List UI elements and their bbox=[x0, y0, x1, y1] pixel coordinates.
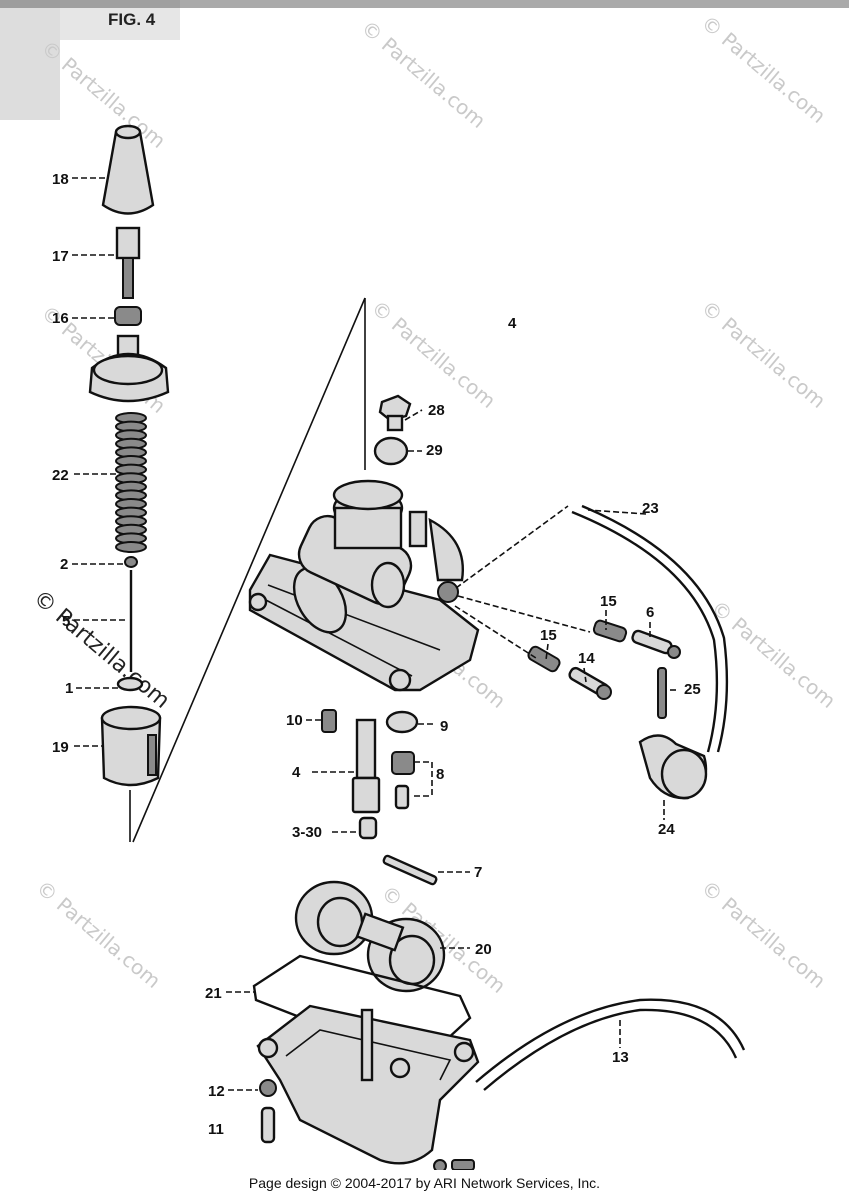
part-11-screw bbox=[260, 1106, 276, 1144]
watermarks: © Partzilla.com © Partzilla.com © Partzi… bbox=[28, 10, 840, 998]
part-6-air-screw bbox=[631, 629, 681, 659]
callout-22: 22 bbox=[52, 467, 69, 484]
callout-19: 19 bbox=[52, 739, 69, 756]
part-17-adjuster bbox=[115, 226, 141, 299]
callout-14: 14 bbox=[578, 650, 595, 667]
spring-coil bbox=[115, 541, 147, 553]
leader-line bbox=[457, 595, 591, 633]
callout-29: 29 bbox=[426, 442, 443, 459]
callout-4: 4 bbox=[292, 764, 301, 781]
callout-6: 6 bbox=[646, 604, 654, 621]
callout-labels: 18 17 16 22 2 5 1 19 4 28 29 23 15 6 15 … bbox=[52, 171, 701, 1138]
callout-24: 24 bbox=[658, 821, 675, 838]
callout-21: 21 bbox=[205, 985, 222, 1002]
watermark: © Partzilla.com bbox=[367, 295, 501, 413]
figure-label: FIG. 4 bbox=[108, 10, 156, 29]
part-10-jet bbox=[321, 709, 337, 733]
scan-noise bbox=[0, 0, 849, 120]
part-25-pin bbox=[657, 667, 667, 719]
part-9-o-ring bbox=[385, 710, 419, 734]
boundary-line bbox=[132, 297, 366, 843]
callout-8: 8 bbox=[436, 766, 444, 783]
part-23-vent-hose-edge bbox=[581, 504, 729, 753]
callout-12: 12 bbox=[208, 1083, 225, 1100]
callout-1: 1 bbox=[65, 680, 73, 697]
callout-13: 13 bbox=[612, 1049, 629, 1066]
part-24-boot bbox=[638, 734, 708, 800]
watermark: © Partzilla.com bbox=[357, 15, 491, 133]
part-4-needle-jet bbox=[351, 718, 381, 814]
watermark-dark: © Partzilla.com bbox=[28, 585, 174, 713]
callout-15-upper: 15 bbox=[600, 593, 617, 610]
carburetor-exploded-diagram: © Partzilla.com © Partzilla.com © Partzi… bbox=[0, 0, 849, 1170]
part-23-vent-hose bbox=[571, 510, 719, 753]
part-12-washer bbox=[259, 1079, 277, 1097]
leader-line bbox=[583, 667, 587, 683]
part-small-screw bbox=[451, 1159, 475, 1170]
watermark: © Partzilla.com bbox=[697, 875, 831, 993]
callout-15-lower: 15 bbox=[540, 627, 557, 644]
part-29-washer bbox=[373, 436, 409, 466]
callout-4-top: 4 bbox=[508, 315, 517, 332]
watermark: © Partzilla.com bbox=[697, 295, 831, 413]
callout-23: 23 bbox=[642, 500, 659, 517]
callout-18: 18 bbox=[52, 171, 69, 188]
part-2-clip bbox=[124, 556, 138, 568]
watermark: © Partzilla.com bbox=[32, 875, 166, 993]
part-14-throttle-screw bbox=[568, 666, 612, 700]
callout-25: 25 bbox=[684, 681, 701, 698]
callout-3-30: 3-30 bbox=[292, 824, 322, 841]
part-16-nut bbox=[114, 306, 142, 326]
callout-20: 20 bbox=[475, 941, 492, 958]
part-20-float bbox=[294, 880, 446, 993]
leader-line bbox=[587, 509, 647, 515]
part-22-spring bbox=[115, 412, 147, 553]
watermark: © Partzilla.com bbox=[697, 10, 831, 128]
part-13-drain-hose bbox=[475, 998, 746, 1083]
part-1-washer bbox=[116, 676, 144, 692]
leader-lines bbox=[72, 177, 676, 1091]
part-21-gasket bbox=[252, 954, 472, 1066]
part-15-spring-lower bbox=[527, 645, 561, 673]
page-footer: Page design © 2004-2017 by ARI Network S… bbox=[248, 1175, 601, 1191]
part-small-washer bbox=[433, 1159, 447, 1170]
callout-11: 11 bbox=[208, 1121, 224, 1138]
leader-line bbox=[455, 505, 569, 589]
callout-9: 9 bbox=[440, 718, 448, 735]
part-7-float-pin bbox=[382, 854, 438, 886]
part-4-carburetor-body bbox=[248, 479, 480, 692]
part-19-throttle-slide bbox=[100, 705, 162, 787]
callout-5: 5 bbox=[62, 613, 70, 630]
leader-line bbox=[404, 409, 423, 421]
part-8-pilot-jet bbox=[391, 751, 415, 810]
part-float-bowl bbox=[256, 1004, 480, 1165]
part-15-spring-upper bbox=[592, 619, 628, 643]
part-13-drain-hose-edge bbox=[483, 1008, 738, 1091]
part-18-cap bbox=[101, 124, 155, 215]
callout-7: 7 bbox=[474, 864, 482, 881]
callout-16: 16 bbox=[52, 310, 69, 327]
callout-10: 10 bbox=[286, 712, 303, 729]
callout-17: 17 bbox=[52, 248, 69, 265]
callout-2: 2 bbox=[60, 556, 68, 573]
leader-line bbox=[545, 643, 549, 661]
part-28-screw bbox=[378, 394, 412, 432]
part-top-cap bbox=[88, 334, 170, 403]
part-3-main-jet bbox=[358, 816, 378, 840]
leader-line bbox=[454, 605, 537, 659]
callout-28: 28 bbox=[428, 402, 445, 419]
